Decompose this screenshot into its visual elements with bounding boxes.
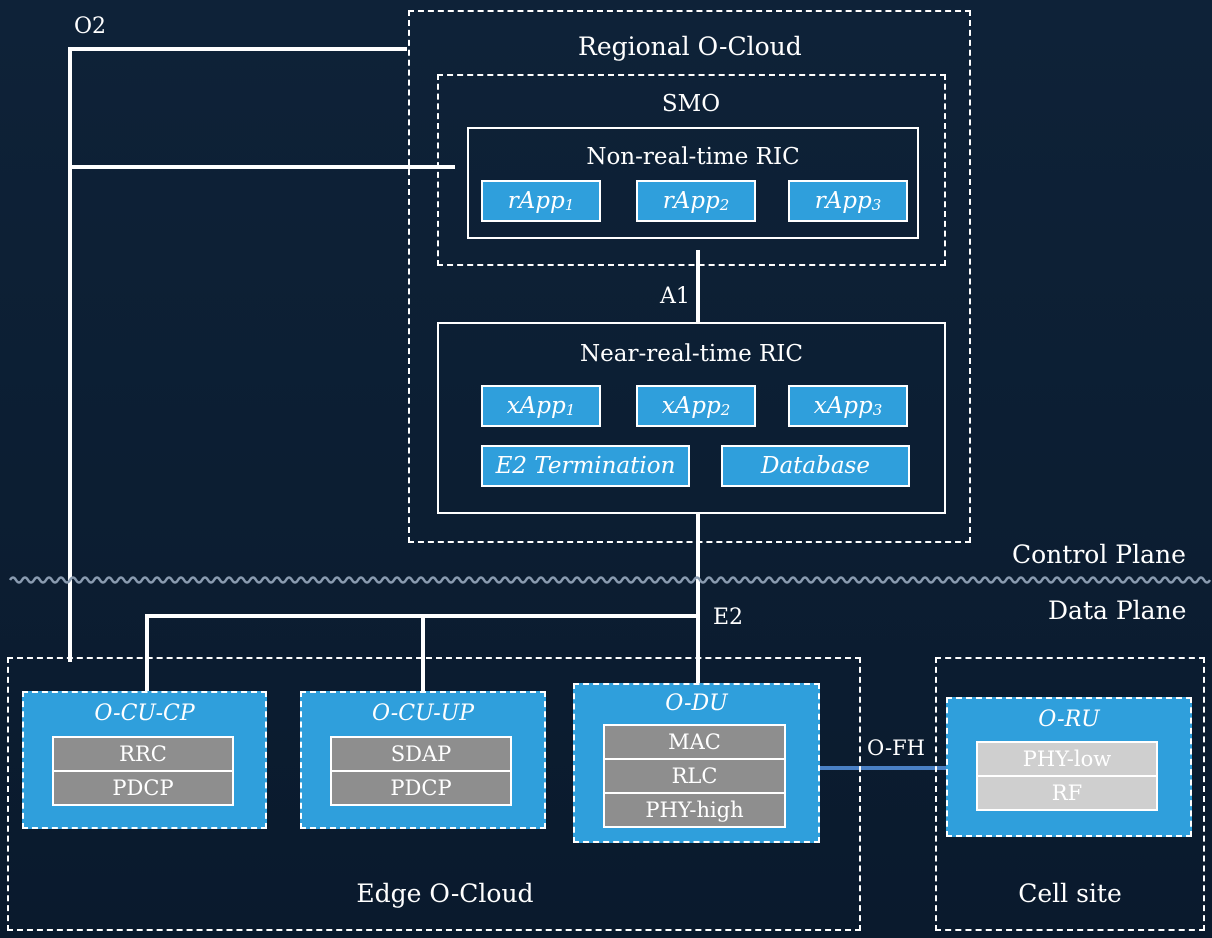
o-fh-label: O-FH <box>867 736 925 760</box>
xapp-1-label: xApp <box>506 393 566 419</box>
ru-layer-rf: RF <box>976 775 1158 811</box>
rapp-2-label: rApp <box>662 188 720 214</box>
non-rt-ric-title: Non-real-time RIC <box>586 144 800 170</box>
cell-site-box <box>935 657 1205 931</box>
xapp-2-label: xApp <box>661 393 721 419</box>
non-rt-ric-box <box>467 127 919 239</box>
e2-termination[interactable]: E2 Termination <box>481 445 690 487</box>
o2-label: O2 <box>74 14 107 39</box>
near-rt-ric-title: Near-real-time RIC <box>580 341 803 367</box>
edge-o-cloud-box <box>7 657 861 931</box>
cu-cp-layer-rrc: RRC <box>52 736 234 772</box>
rapp-2-subscript: 2 <box>719 196 730 214</box>
xapp-1-subscript: 1 <box>565 401 576 419</box>
e2-link <box>145 512 700 692</box>
a1-label: A1 <box>660 284 690 309</box>
smo-title: SMO <box>661 91 721 117</box>
du-layer-rlc: RLC <box>603 758 786 794</box>
ru-layer-phy-low: PHY-low <box>976 741 1158 777</box>
du-layer-mac: MAC <box>603 724 786 760</box>
data-plane-label: Data Plane <box>1048 596 1187 625</box>
cell-site-title: Cell site <box>1018 879 1122 908</box>
near-rt-ric-box <box>437 322 946 514</box>
smo-box <box>437 74 946 266</box>
rapp-1-label: rApp <box>507 188 565 214</box>
o-du-title: O-DU <box>665 691 728 716</box>
du-layer-phy-high: PHY-high <box>603 792 786 828</box>
cu-up-layer-pdcp: PDCP <box>330 770 512 806</box>
rapp-3-subscript: 3 <box>871 196 882 214</box>
edge-o-cloud-title: Edge O-Cloud <box>356 879 534 908</box>
o-ru-title: O-RU <box>1038 707 1100 732</box>
plane-separator-wave <box>8 576 1212 584</box>
cu-up-layer-sdap: SDAP <box>330 736 512 772</box>
xapp-3-subscript: 3 <box>872 401 883 419</box>
xapp-3-label: xApp <box>813 393 873 419</box>
regional-o-cloud-box <box>408 10 971 543</box>
control-plane-label: Control Plane <box>1012 540 1186 569</box>
cu-cp-layer-pdcp: PDCP <box>52 770 234 806</box>
regional-o-cloud-title: Regional O-Cloud <box>578 32 802 61</box>
o-cu-cp-title: O-CU-CP <box>94 701 195 726</box>
xapp-2-subscript: 2 <box>720 401 731 419</box>
e2-label: E2 <box>713 605 744 630</box>
rapp-1-subscript: 1 <box>564 196 575 214</box>
database[interactable]: Database <box>721 445 910 487</box>
rapp-3-label: rApp <box>814 188 872 214</box>
o2-link <box>68 47 455 662</box>
o-cu-up-title: O-CU-UP <box>371 701 475 726</box>
